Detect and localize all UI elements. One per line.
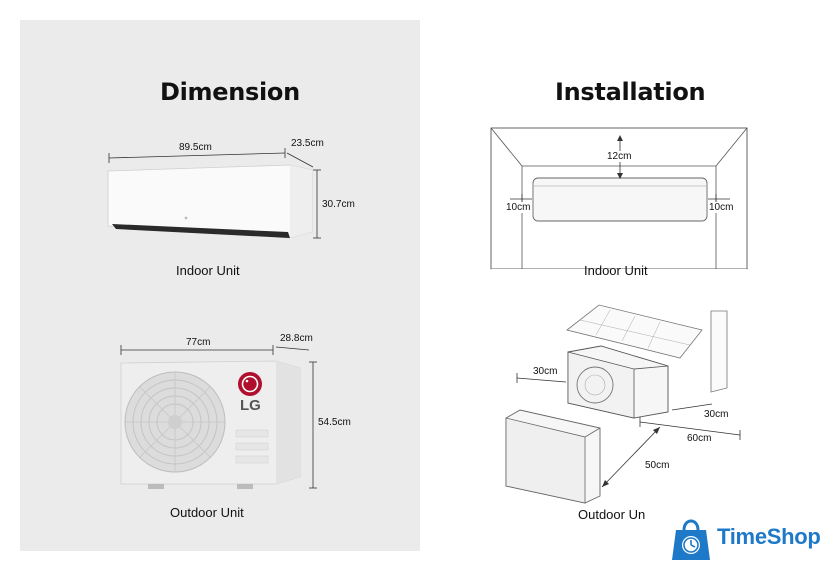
outdoor-right-clearance-label: 60cm	[687, 433, 712, 444]
indoor-depth-label: 23.5cm	[291, 138, 324, 149]
indoor-height-label: 30.7cm	[322, 199, 355, 210]
lg-logo-icon	[238, 372, 262, 396]
watermark-text: TimeShop	[717, 524, 821, 549]
outdoor-width-label: 77cm	[186, 337, 211, 348]
lg-logo-text: LG	[240, 397, 261, 414]
indoor-left-clearance-label: 10cm	[506, 202, 531, 213]
outdoor-back-clearance-label: 30cm	[704, 409, 729, 420]
indoor-top-clearance-label: 12cm	[607, 151, 632, 162]
outdoor-height-label: 54.5cm	[318, 417, 351, 428]
dimension-title: Dimension	[160, 78, 300, 106]
installation-title: Installation	[555, 78, 706, 106]
indoor-right-clearance-label: 10cm	[709, 202, 734, 213]
install-indoor-unit-label: Indoor Unit	[584, 263, 648, 278]
install-outdoor-unit-label: Outdoor Un	[578, 507, 646, 522]
outdoor-front-clearance-label: 50cm	[645, 460, 670, 471]
indoor-unit-label: Indoor Unit	[176, 263, 240, 278]
outdoor-side-clearance-label: 30cm	[533, 366, 558, 377]
outdoor-depth-label: 28.8cm	[280, 333, 313, 344]
outdoor-unit-label: Outdoor Unit	[170, 505, 244, 520]
indoor-width-label: 89.5cm	[179, 142, 212, 153]
